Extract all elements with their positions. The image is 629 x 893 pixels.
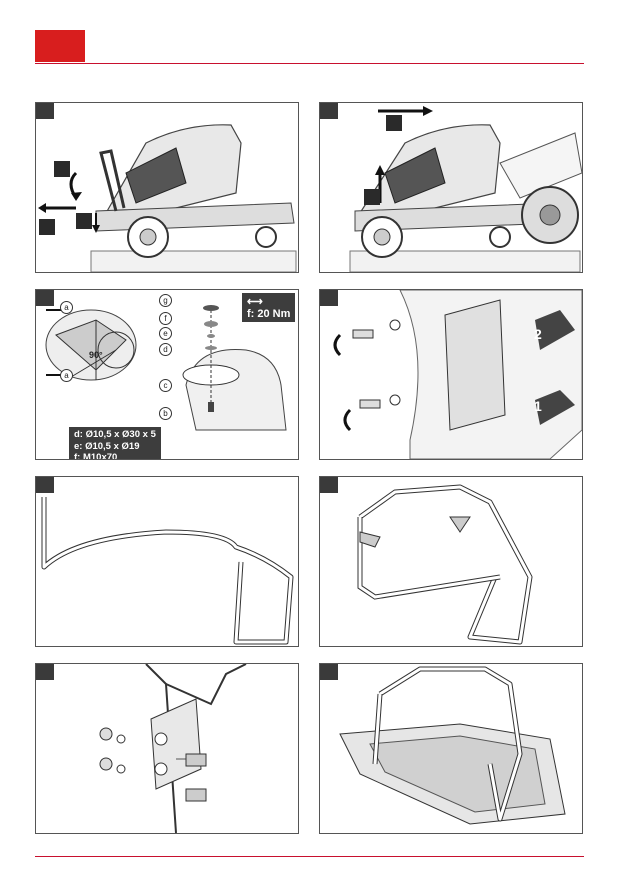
part-label: a	[60, 369, 73, 382]
illustration-panel-4: 2 1	[319, 289, 583, 460]
step-number-box	[36, 477, 54, 493]
rear-bracket-drawing	[333, 290, 582, 459]
step-number-box	[36, 664, 54, 680]
frame-tube-drawing	[41, 497, 294, 645]
step-number-label: 2	[534, 326, 542, 342]
collector-assembly-drawing	[339, 666, 566, 825]
step-badge	[386, 115, 402, 131]
header-rule	[35, 63, 584, 64]
bolt-detail-drawing	[99, 664, 247, 833]
illustration-panel-6	[319, 476, 583, 647]
step-number-box	[36, 290, 54, 306]
torque-value: f: 20 Nm	[247, 308, 291, 320]
step-number-box	[36, 103, 54, 119]
hardware-spec-box: d: Ø10,5 x Ø30 x 5 e: Ø10,5 x Ø19 f: M10…	[69, 427, 161, 460]
part-label: b	[159, 407, 172, 420]
part-label: g	[159, 294, 172, 307]
header-red-tab	[35, 30, 85, 62]
step-number-box	[320, 664, 338, 680]
torque-label: ⟷ f: 20 Nm	[242, 293, 296, 322]
spec-line: f: M10x70	[74, 452, 118, 460]
illustration-panel-2	[319, 102, 583, 273]
illustration-panel-8	[319, 663, 583, 834]
part-label: d	[159, 343, 172, 356]
step-number-box	[320, 103, 338, 119]
step-badge	[54, 161, 70, 177]
mower-collector-drawing	[349, 106, 582, 272]
step-number-box	[320, 477, 338, 493]
angle-label: 90°	[89, 350, 103, 360]
step-number-label: 1	[534, 398, 542, 414]
mower-seat-tilt-drawing	[38, 124, 297, 272]
illustration-panel-7	[35, 663, 299, 834]
seat-mounting-drawing	[45, 305, 287, 431]
step-badge	[364, 189, 380, 205]
spec-line: d: Ø10,5 x Ø30 x 5	[74, 429, 156, 440]
footer-rule	[35, 856, 584, 857]
illustration-panel-1	[35, 102, 299, 273]
frame-assembly-drawing	[357, 484, 533, 645]
part-label: f	[159, 312, 172, 325]
illustration-panel-5	[35, 476, 299, 647]
step-badge	[39, 219, 55, 235]
illustration-panel-3: a a b c d e f g 90° ⟷ f: 20 Nm d: Ø10,5 …	[35, 289, 299, 460]
step-badge	[76, 213, 92, 229]
part-label: c	[159, 379, 172, 392]
part-label: a	[60, 301, 73, 314]
torque-icon: ⟷	[247, 296, 263, 308]
step-number-box	[320, 290, 338, 306]
spec-line: e: Ø10,5 x Ø19	[74, 440, 140, 452]
part-label: e	[159, 327, 172, 340]
